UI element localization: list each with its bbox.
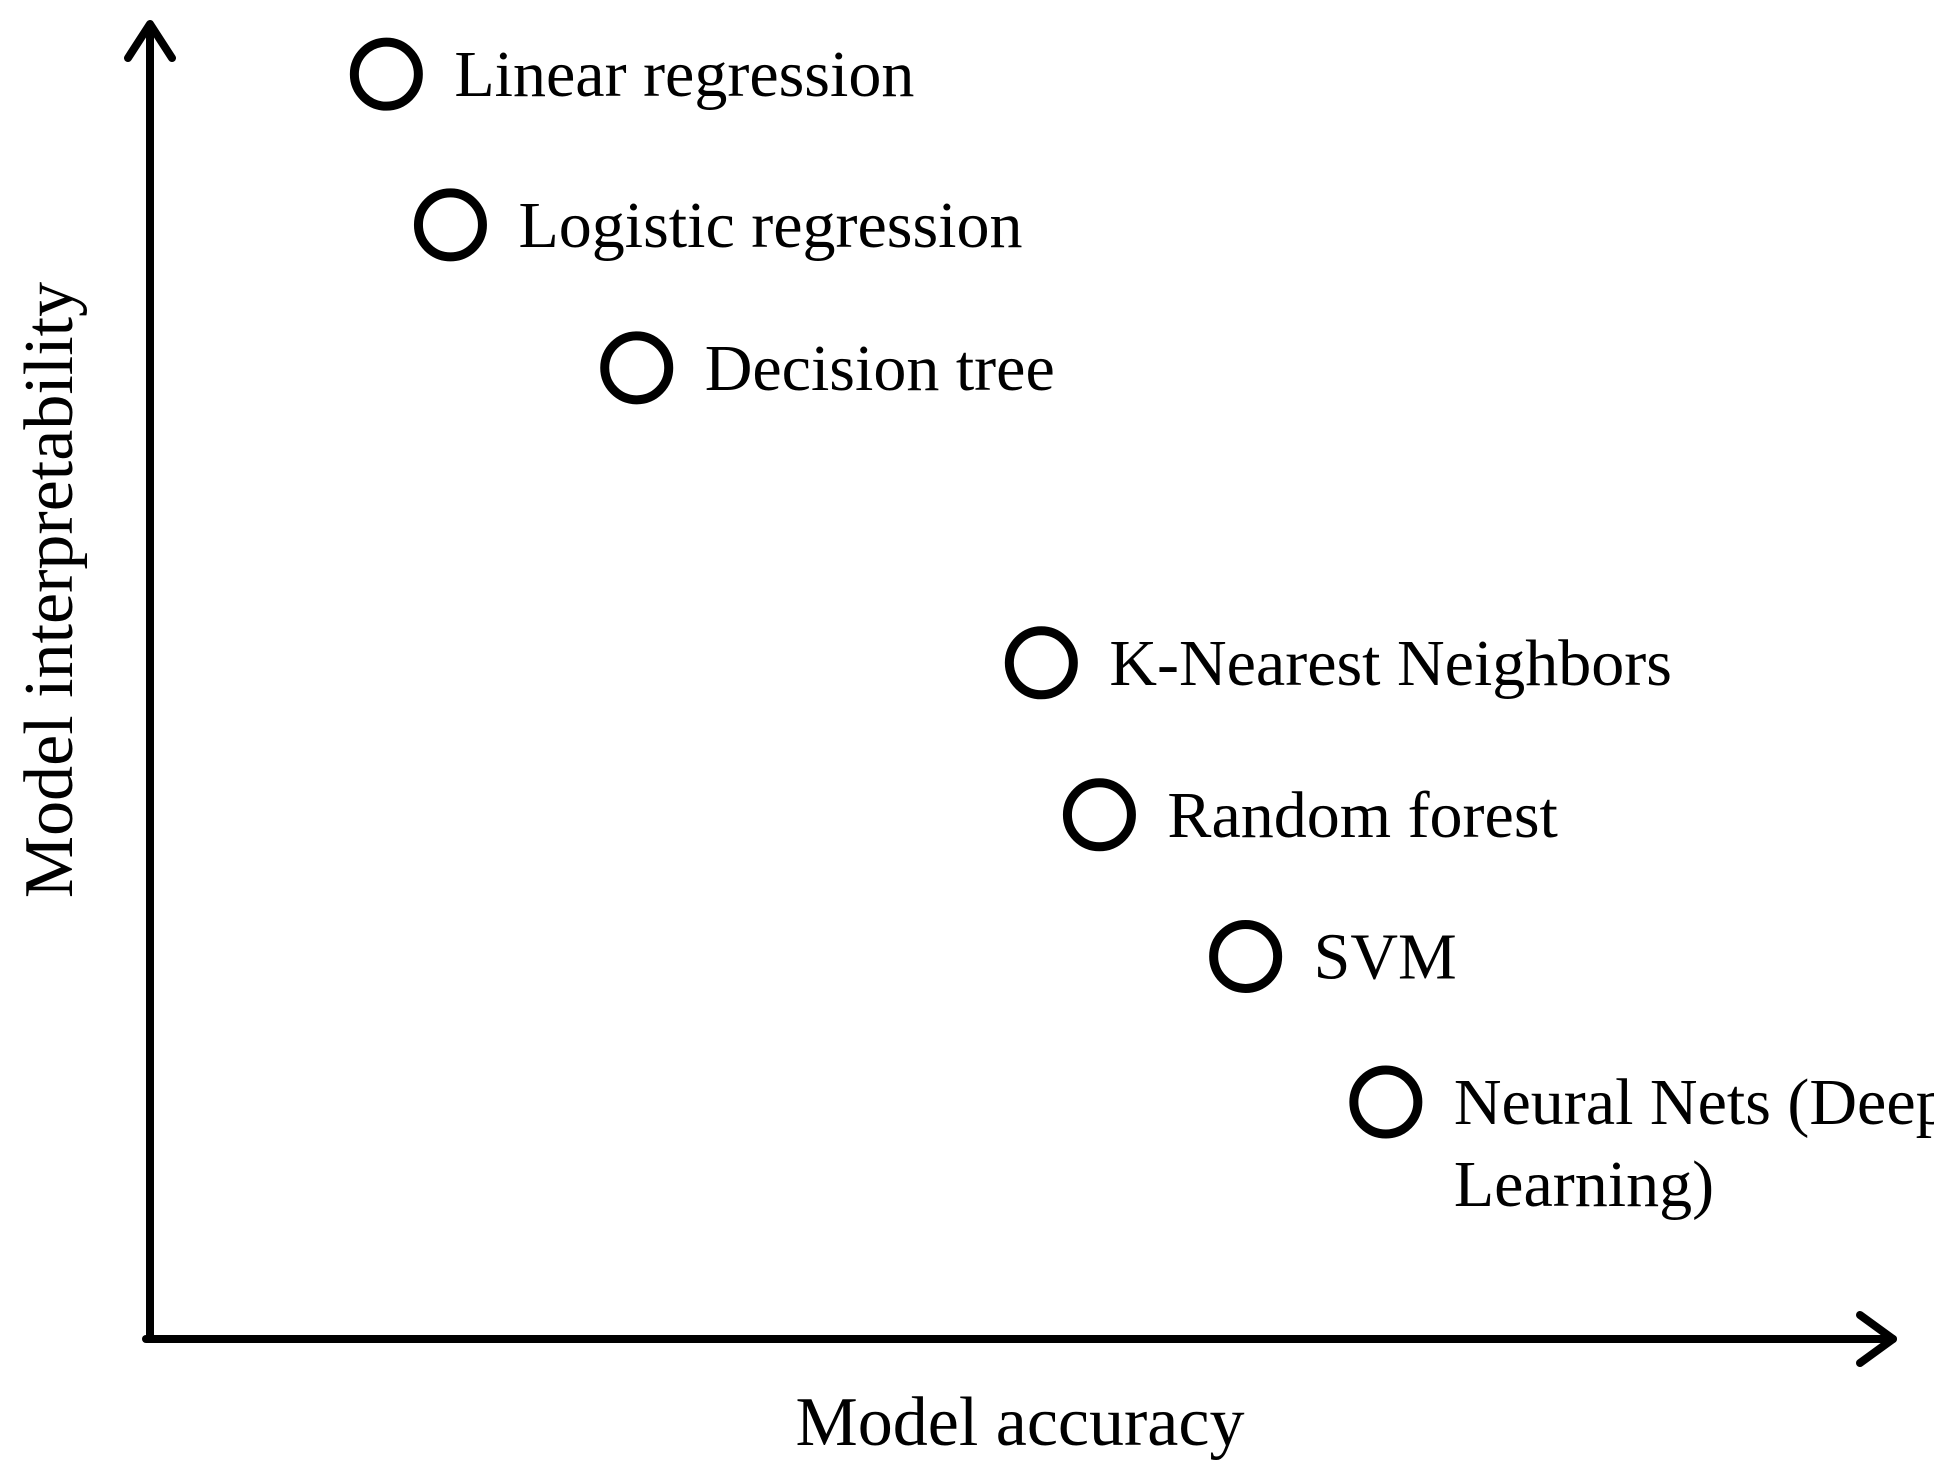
axes — [124, 20, 1897, 1367]
data-point-label-line: K-Nearest Neighbors — [1109, 627, 1672, 700]
data-point-label: SVM — [1314, 920, 1457, 993]
data-point-marker — [413, 188, 487, 262]
data-point-group: K-Nearest Neighbors — [1004, 626, 1672, 700]
data-point-label: Linear regression — [454, 38, 914, 111]
data-point-group: Linear regression — [349, 37, 914, 111]
data-point-marker — [1349, 1065, 1423, 1139]
data-point-marker — [349, 37, 423, 111]
data-point-label-line: Neural Nets (Deep — [1454, 1066, 1934, 1139]
data-point-marker — [600, 331, 674, 405]
data-point-label: K-Nearest Neighbors — [1109, 627, 1672, 700]
x-axis-arrowhead — [1856, 1311, 1897, 1367]
data-point-group: Decision tree — [600, 331, 1055, 405]
data-point-marker — [1209, 919, 1283, 993]
data-point-label-line: SVM — [1314, 920, 1457, 993]
data-point-label-line: Linear regression — [454, 38, 914, 111]
data-point-group: Random forest — [1062, 778, 1558, 852]
data-point-group: SVM — [1209, 919, 1457, 993]
data-point-label: Random forest — [1167, 779, 1557, 852]
data-point-marker — [1062, 778, 1136, 852]
data-point-label: Logistic regression — [518, 189, 1022, 262]
data-point-label-line: Decision tree — [705, 332, 1055, 405]
data-point-label-line: Logistic regression — [518, 189, 1022, 262]
data-point-label-line: Random forest — [1167, 779, 1557, 852]
data-point-label: Decision tree — [705, 332, 1055, 405]
y-axis-arrowhead — [124, 20, 176, 62]
data-point-marker — [1004, 626, 1078, 700]
data-point-label-line: Learning) — [1454, 1148, 1714, 1221]
x-axis-label: Model accuracy — [796, 1384, 1245, 1461]
y-axis-label: Model interpretability — [11, 282, 88, 898]
data-point-group: Logistic regression — [413, 188, 1023, 262]
